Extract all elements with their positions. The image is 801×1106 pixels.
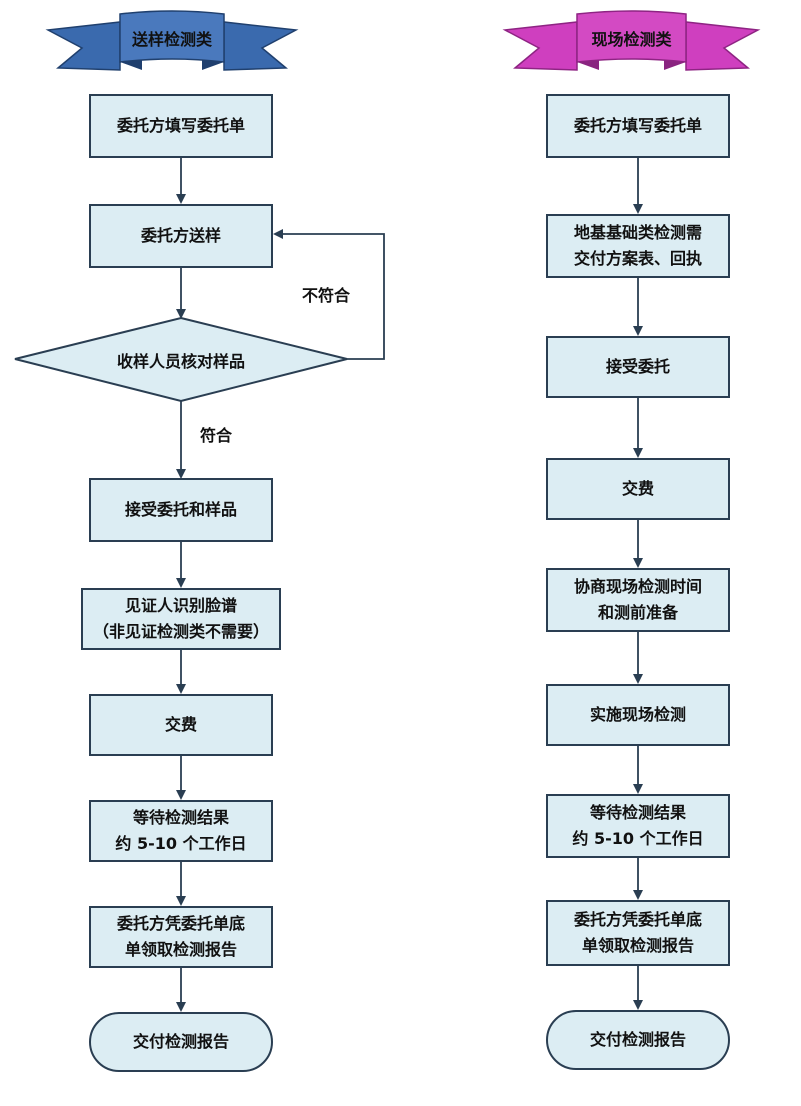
step-text-line1: 委托方凭委托单底	[116, 914, 245, 933]
right-step-deliver: 交付检测报告	[546, 1010, 730, 1070]
decision-text: 收样人员核对样品	[116, 352, 245, 371]
right-step-collect: 委托方凭委托单底 单领取检测报告	[546, 900, 730, 966]
step-text-line2: 和测前准备	[597, 603, 678, 622]
step-text-line2: 交付方案表、回执	[573, 249, 702, 268]
step-text: 接受委托	[605, 357, 670, 376]
label-conform: 符合	[200, 426, 233, 445]
right-step-fill-form: 委托方填写委托单	[546, 94, 730, 158]
left-step-send-sample: 委托方送样	[89, 204, 273, 268]
step-text-line1: 协商现场检测时间	[573, 577, 702, 596]
right-step-schedule: 协商现场检测时间 和测前准备	[546, 568, 730, 632]
step-text: 交费	[621, 479, 654, 498]
left-step-wait: 等待检测结果 约 5-10 个工作日	[89, 800, 273, 862]
step-text: 交付检测报告	[589, 1030, 686, 1049]
step-text: 交费	[164, 715, 197, 734]
left-step-fill-form: 委托方填写委托单	[89, 94, 273, 158]
step-text-line1: 等待检测结果	[589, 803, 686, 822]
step-text-line1: 地基基础类检测需	[573, 223, 702, 242]
step-text-line2: 约 5-10 个工作日	[572, 829, 704, 848]
right-step-perform: 实施现场检测	[546, 684, 730, 746]
left-step-collect: 委托方凭委托单底 单领取检测报告	[89, 906, 273, 968]
step-text: 委托方填写委托单	[116, 116, 245, 135]
step-text-line2: （非见证检测类不需要）	[92, 622, 269, 641]
left-step-pay: 交费	[89, 694, 273, 756]
left-title: 送样检测类	[131, 30, 212, 49]
reject-loop-arrow	[273, 229, 385, 360]
left-step-accept: 接受委托和样品	[89, 478, 273, 542]
step-text-line1: 见证人识别脸谱	[124, 596, 237, 615]
step-text: 委托方填写委托单	[573, 116, 702, 135]
step-text-line2: 单领取检测报告	[581, 936, 694, 955]
right-step-accept: 接受委托	[546, 336, 730, 398]
right-title-banner	[502, 10, 761, 71]
right-step-pay: 交费	[546, 458, 730, 520]
step-text-line1: 等待检测结果	[132, 808, 229, 827]
left-step-deliver: 交付检测报告	[89, 1012, 273, 1072]
step-text-line2: 单领取检测报告	[124, 940, 237, 959]
left-title-banner	[45, 10, 299, 71]
right-step-wait: 等待检测结果 约 5-10 个工作日	[546, 794, 730, 858]
right-title: 现场检测类	[591, 30, 672, 49]
label-not-conform: 不符合	[302, 286, 351, 305]
step-text-line1: 委托方凭委托单底	[573, 910, 702, 929]
step-text: 委托方送样	[140, 226, 221, 245]
left-step-witness: 见证人识别脸谱 （非见证检测类不需要）	[81, 588, 281, 650]
right-step-plan: 地基基础类检测需 交付方案表、回执	[546, 214, 730, 278]
step-text-line2: 约 5-10 个工作日	[115, 834, 247, 853]
step-text: 实施现场检测	[589, 705, 686, 724]
step-text: 交付检测报告	[132, 1032, 229, 1051]
step-text: 接受委托和样品	[124, 500, 237, 519]
